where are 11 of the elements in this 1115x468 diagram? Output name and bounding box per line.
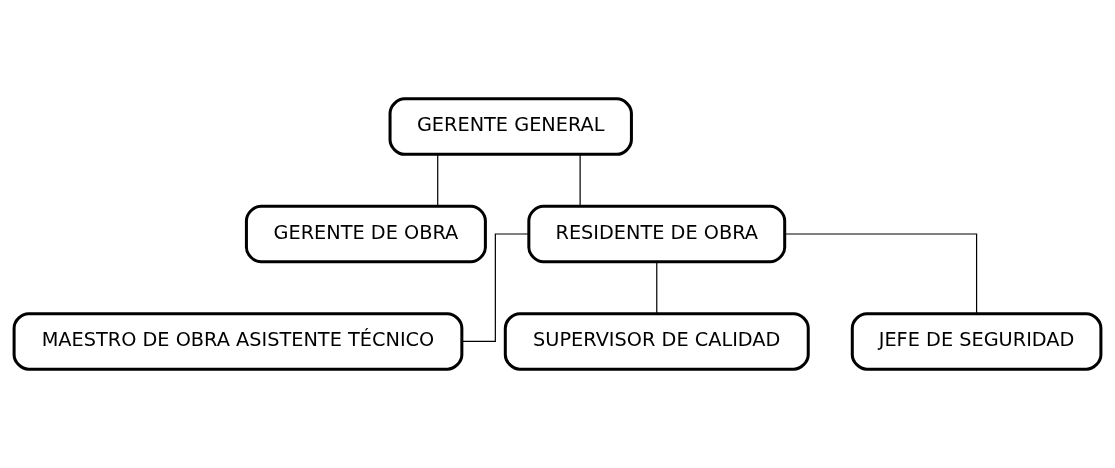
connector — [461, 233, 530, 342]
connector — [784, 233, 978, 314]
node-box: GERENTE DE OBRA — [244, 204, 487, 264]
node-box: MAESTRO DE OBRA ASISTENTE TÉCNICO — [12, 312, 464, 371]
connector — [579, 154, 581, 207]
node-box: GERENTE GENERAL — [388, 97, 633, 156]
node-box: SUPERVISOR DE CALIDAD — [503, 312, 810, 371]
node-box: RESIDENTE DE OBRA — [527, 204, 787, 264]
connector — [656, 261, 658, 314]
connector — [437, 154, 439, 207]
node-box: JEFE DE SEGURIDAD — [850, 312, 1103, 371]
